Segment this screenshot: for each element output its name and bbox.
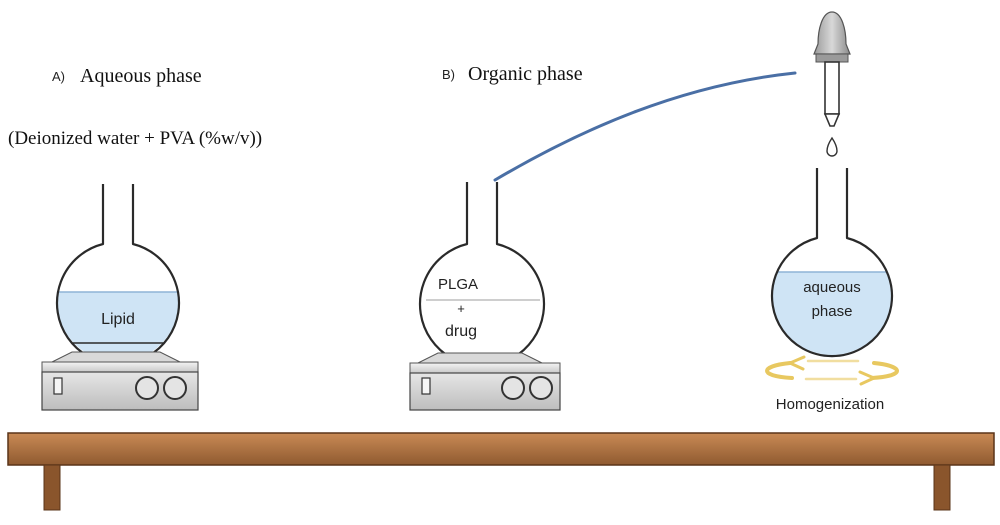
flask-a-content: Lipid xyxy=(101,311,135,328)
lab-table xyxy=(7,432,995,511)
hot-plate-stirrer-icon xyxy=(409,352,561,411)
flask-b-line3: drug xyxy=(445,323,477,340)
flask-b: PLGA + drug xyxy=(418,182,546,368)
label-a-letter: A) xyxy=(52,69,65,84)
flask-b-line2: + xyxy=(457,301,465,316)
rotation-arrows-icon xyxy=(765,355,899,386)
dropper-icon xyxy=(813,11,851,157)
flask-c: aqueous phase xyxy=(770,168,894,358)
flask-c-line1: aqueous xyxy=(803,279,861,296)
process-label: Homogenization xyxy=(776,396,884,413)
hot-plate-stirrer-icon xyxy=(41,351,199,411)
label-a-subtitle: (Deionized water + PVA (%w/v)) xyxy=(8,128,262,149)
label-a-title: Aqueous phase xyxy=(80,65,202,87)
label-b-letter: B) xyxy=(442,67,455,82)
flask-c-line2: phase xyxy=(812,303,853,320)
transfer-tube xyxy=(493,71,797,182)
flask-b-line1: PLGA xyxy=(438,276,478,293)
flask-a: Lipid xyxy=(55,184,181,366)
label-b-title: Organic phase xyxy=(468,63,583,85)
